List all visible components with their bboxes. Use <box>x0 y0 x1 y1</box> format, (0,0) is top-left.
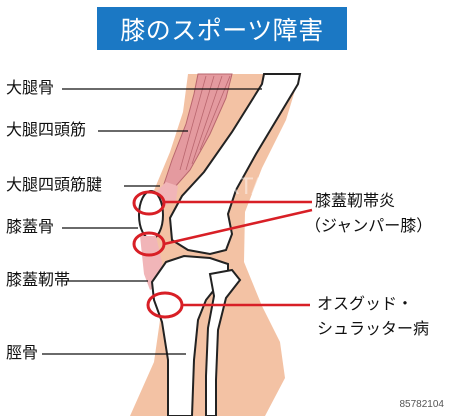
page-title: 膝のスポーツ障害 <box>120 15 324 45</box>
tibia-bone <box>150 254 229 416</box>
condition-jumpers-knee-title: 膝蓋靭帯炎 <box>315 191 396 210</box>
highlight-connectors <box>163 200 313 307</box>
fibula-bone <box>205 268 242 416</box>
condition-osgood-line1: オスグッド・ <box>317 294 414 313</box>
title-banner: 膝のスポーツ障害 <box>97 7 347 50</box>
label-femur: 大腿骨 <box>6 78 55 97</box>
condition-jumpers-knee-subtitle: （ジャンパー膝） <box>305 216 433 235</box>
leader-lines <box>42 88 262 355</box>
label-tibia: 脛骨 <box>6 343 39 362</box>
condition-osgood-line2: シュラッター病 <box>317 319 430 338</box>
label-quadriceps-tendon: 大腿四頭筋腱 <box>6 175 103 194</box>
watermark-text: PIXTA <box>205 175 266 200</box>
image-id: 85782104 <box>399 399 445 410</box>
femur-bone <box>168 73 302 256</box>
label-quadriceps: 大腿四頭筋 <box>6 120 87 139</box>
quadriceps-fibers <box>179 75 231 171</box>
label-patellar-ligament: 膝蓋靭帯 <box>6 270 71 289</box>
label-patella: 膝蓋骨 <box>6 217 55 236</box>
